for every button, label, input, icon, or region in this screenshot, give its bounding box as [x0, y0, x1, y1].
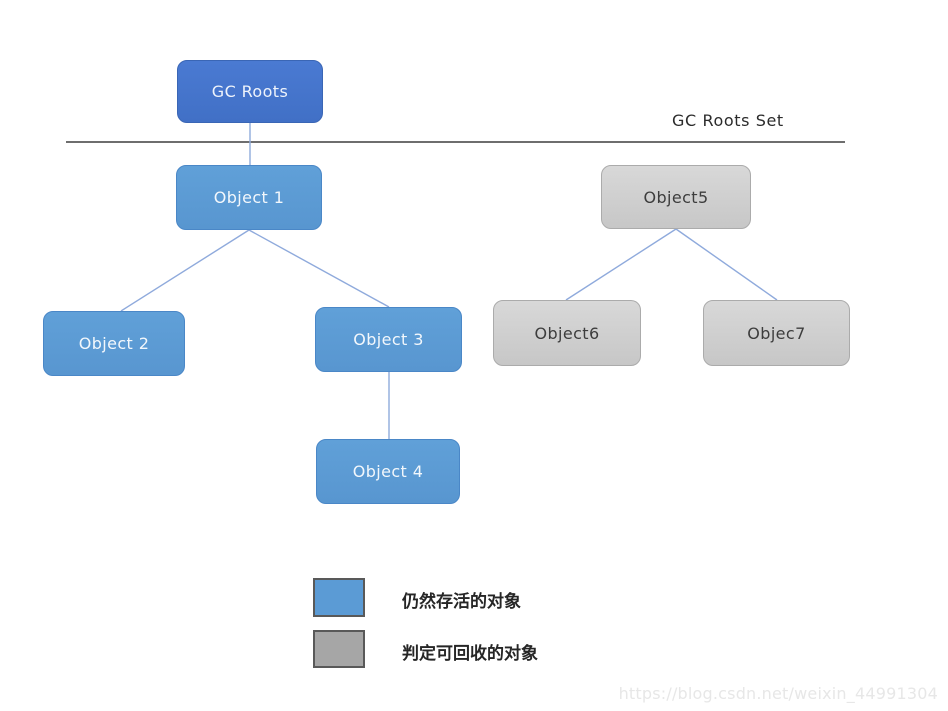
node-object6-label: Object6 — [534, 323, 600, 343]
node-object4: Object 4 — [316, 439, 460, 504]
node-gc-roots-label: GC Roots — [211, 82, 289, 101]
edge-object5-object6 — [565, 228, 677, 301]
node-object2: Object 2 — [43, 311, 185, 376]
node-object1: Object 1 — [176, 165, 322, 230]
edge-object1-object3 — [248, 229, 390, 308]
legend-swatch-alive — [313, 578, 365, 617]
gc-roots-set-label: GC Roots Set — [672, 111, 784, 130]
node-object1-label: Object 1 — [213, 188, 285, 207]
node-object2-label: Object 2 — [78, 334, 150, 353]
legend-label-recyclable: 判定可回收的对象 — [402, 644, 538, 664]
node-object3: Object 3 — [315, 307, 462, 372]
node-object4-label: Object 4 — [352, 462, 424, 481]
watermark-url: https://blog.csdn.net/weixin_44991304 — [618, 684, 938, 703]
node-object5-label: Object5 — [643, 187, 709, 207]
node-gc-roots: GC Roots — [177, 60, 323, 123]
node-object7: Objec7 — [703, 300, 850, 366]
node-object6: Object6 — [493, 300, 641, 366]
legend-label-alive: 仍然存活的对象 — [402, 592, 521, 612]
legend-swatch-recyclable — [313, 630, 365, 668]
node-object5: Object5 — [601, 165, 751, 229]
edge-object5-object7 — [675, 228, 778, 301]
node-object7-label: Objec7 — [747, 323, 806, 343]
edge-object1-object2 — [120, 229, 250, 312]
node-object3-label: Object 3 — [353, 330, 424, 349]
